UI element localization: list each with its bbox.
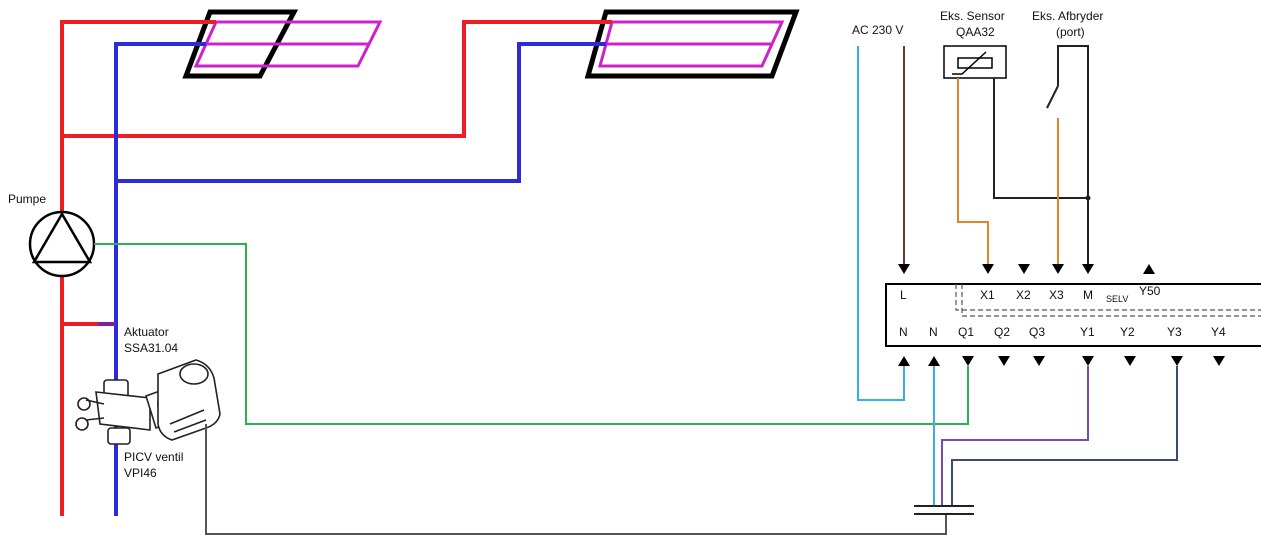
sensor-symbol bbox=[943, 45, 1007, 79]
bottom-terminal-arrows bbox=[898, 356, 1225, 366]
terminal-Y3: Y3 bbox=[1167, 325, 1182, 339]
actuator-cable bbox=[205, 424, 947, 535]
controller-terminal-box bbox=[885, 283, 1261, 347]
ac-supply-label: AC 230 V bbox=[852, 23, 903, 37]
switch-label-line2: (port) bbox=[1056, 25, 1085, 39]
sensor-label-line2: QAA32 bbox=[956, 25, 995, 39]
terminal-Q3: Q3 bbox=[1029, 325, 1045, 339]
switch-symbol bbox=[1046, 45, 1089, 264]
terminal-L: L bbox=[900, 288, 907, 302]
terminal-X1: X1 bbox=[980, 288, 995, 302]
picv-valve-with-actuator bbox=[75, 359, 221, 445]
sensor-common-wire bbox=[993, 78, 1088, 199]
y3-output-wire bbox=[951, 366, 1178, 506]
terminal-Y2: Y2 bbox=[1120, 325, 1135, 339]
terminal-Y50: Y50 bbox=[1139, 284, 1161, 298]
selv-label: SELV bbox=[1106, 294, 1128, 304]
terminal-Y4: Y4 bbox=[1211, 325, 1226, 339]
neutral-wire-1 bbox=[857, 46, 905, 401]
cable-joint-symbol bbox=[914, 505, 974, 515]
switch-label-line1: Eks. Afbryder bbox=[1032, 9, 1103, 23]
supply-pipe bbox=[60, 20, 612, 516]
terminal-Q1: Q1 bbox=[958, 325, 974, 339]
y1-output-wire bbox=[941, 366, 1089, 506]
actuator-label-line2: SSA31.04 bbox=[124, 341, 178, 355]
terminal-Y1: Y1 bbox=[1080, 325, 1095, 339]
valve-label-line1: PICV ventil bbox=[124, 450, 183, 464]
common-junction-dot bbox=[1085, 195, 1091, 201]
heating-panel-1 bbox=[182, 9, 383, 79]
pump-label: Pumpe bbox=[8, 192, 46, 206]
top-terminal-arrows bbox=[898, 264, 1155, 274]
heating-panel-2 bbox=[584, 9, 800, 79]
sensor-wire bbox=[957, 78, 989, 264]
terminal-M: M bbox=[1083, 288, 1093, 302]
pump-symbol bbox=[28, 210, 96, 278]
terminal-N1: N bbox=[899, 325, 908, 339]
valve-label-line2: VPI46 bbox=[124, 466, 157, 480]
terminal-N2: N bbox=[929, 325, 938, 339]
actuator-label-line1: Aktuator bbox=[124, 325, 169, 339]
sensor-label-line1: Eks. Sensor bbox=[940, 9, 1005, 23]
return-pipe bbox=[114, 42, 606, 516]
terminal-Q2: Q2 bbox=[994, 325, 1010, 339]
terminal-X3: X3 bbox=[1049, 288, 1064, 302]
pump-signal-wire bbox=[94, 243, 969, 425]
terminal-X2: X2 bbox=[1016, 288, 1031, 302]
